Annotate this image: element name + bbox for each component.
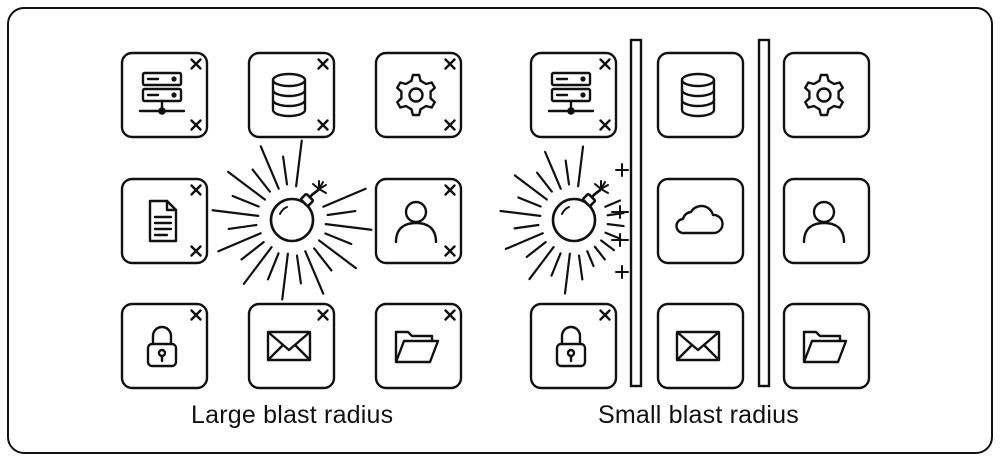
failure-x-icon xyxy=(190,245,202,257)
failure-x-icon xyxy=(444,309,456,321)
service-tile xyxy=(120,177,209,265)
failure-x-icon xyxy=(599,119,611,131)
failure-x-icon xyxy=(190,119,202,131)
service-tile xyxy=(782,302,871,390)
failure-x-icon xyxy=(190,184,202,196)
caption-large-blast-radius: Large blast radius xyxy=(191,401,394,429)
left-panel-large-blast xyxy=(120,51,463,390)
failure-x-icon xyxy=(190,309,202,321)
blast-rays xyxy=(211,139,373,301)
service-tile xyxy=(120,51,209,139)
failure-x-icon xyxy=(599,309,611,321)
isolation-wall xyxy=(757,38,771,388)
failure-x-icon xyxy=(444,245,456,257)
service-tile xyxy=(374,177,463,265)
caption-small-blast-radius: Small blast radius xyxy=(598,401,799,429)
service-tile xyxy=(374,51,463,139)
isolation-wall xyxy=(629,38,643,388)
impact-marks xyxy=(611,163,629,279)
service-tile xyxy=(656,177,745,265)
service-tile xyxy=(782,177,871,265)
service-tile xyxy=(782,51,871,139)
failure-x-icon xyxy=(444,119,456,131)
service-tile xyxy=(120,302,209,390)
service-tile xyxy=(656,302,745,390)
service-tile xyxy=(529,51,618,139)
failure-x-icon xyxy=(317,119,329,131)
service-tile xyxy=(247,51,336,139)
failure-x-icon xyxy=(317,309,329,321)
service-tile xyxy=(374,302,463,390)
service-tile xyxy=(656,51,745,139)
failure-x-icon xyxy=(190,58,202,70)
failure-x-icon xyxy=(444,184,456,196)
right-panel-small-blast xyxy=(499,38,871,390)
failure-x-icon xyxy=(444,58,456,70)
failure-x-icon xyxy=(317,58,329,70)
service-tile xyxy=(247,302,336,390)
failure-x-icon xyxy=(599,58,611,70)
service-tile xyxy=(529,302,618,390)
